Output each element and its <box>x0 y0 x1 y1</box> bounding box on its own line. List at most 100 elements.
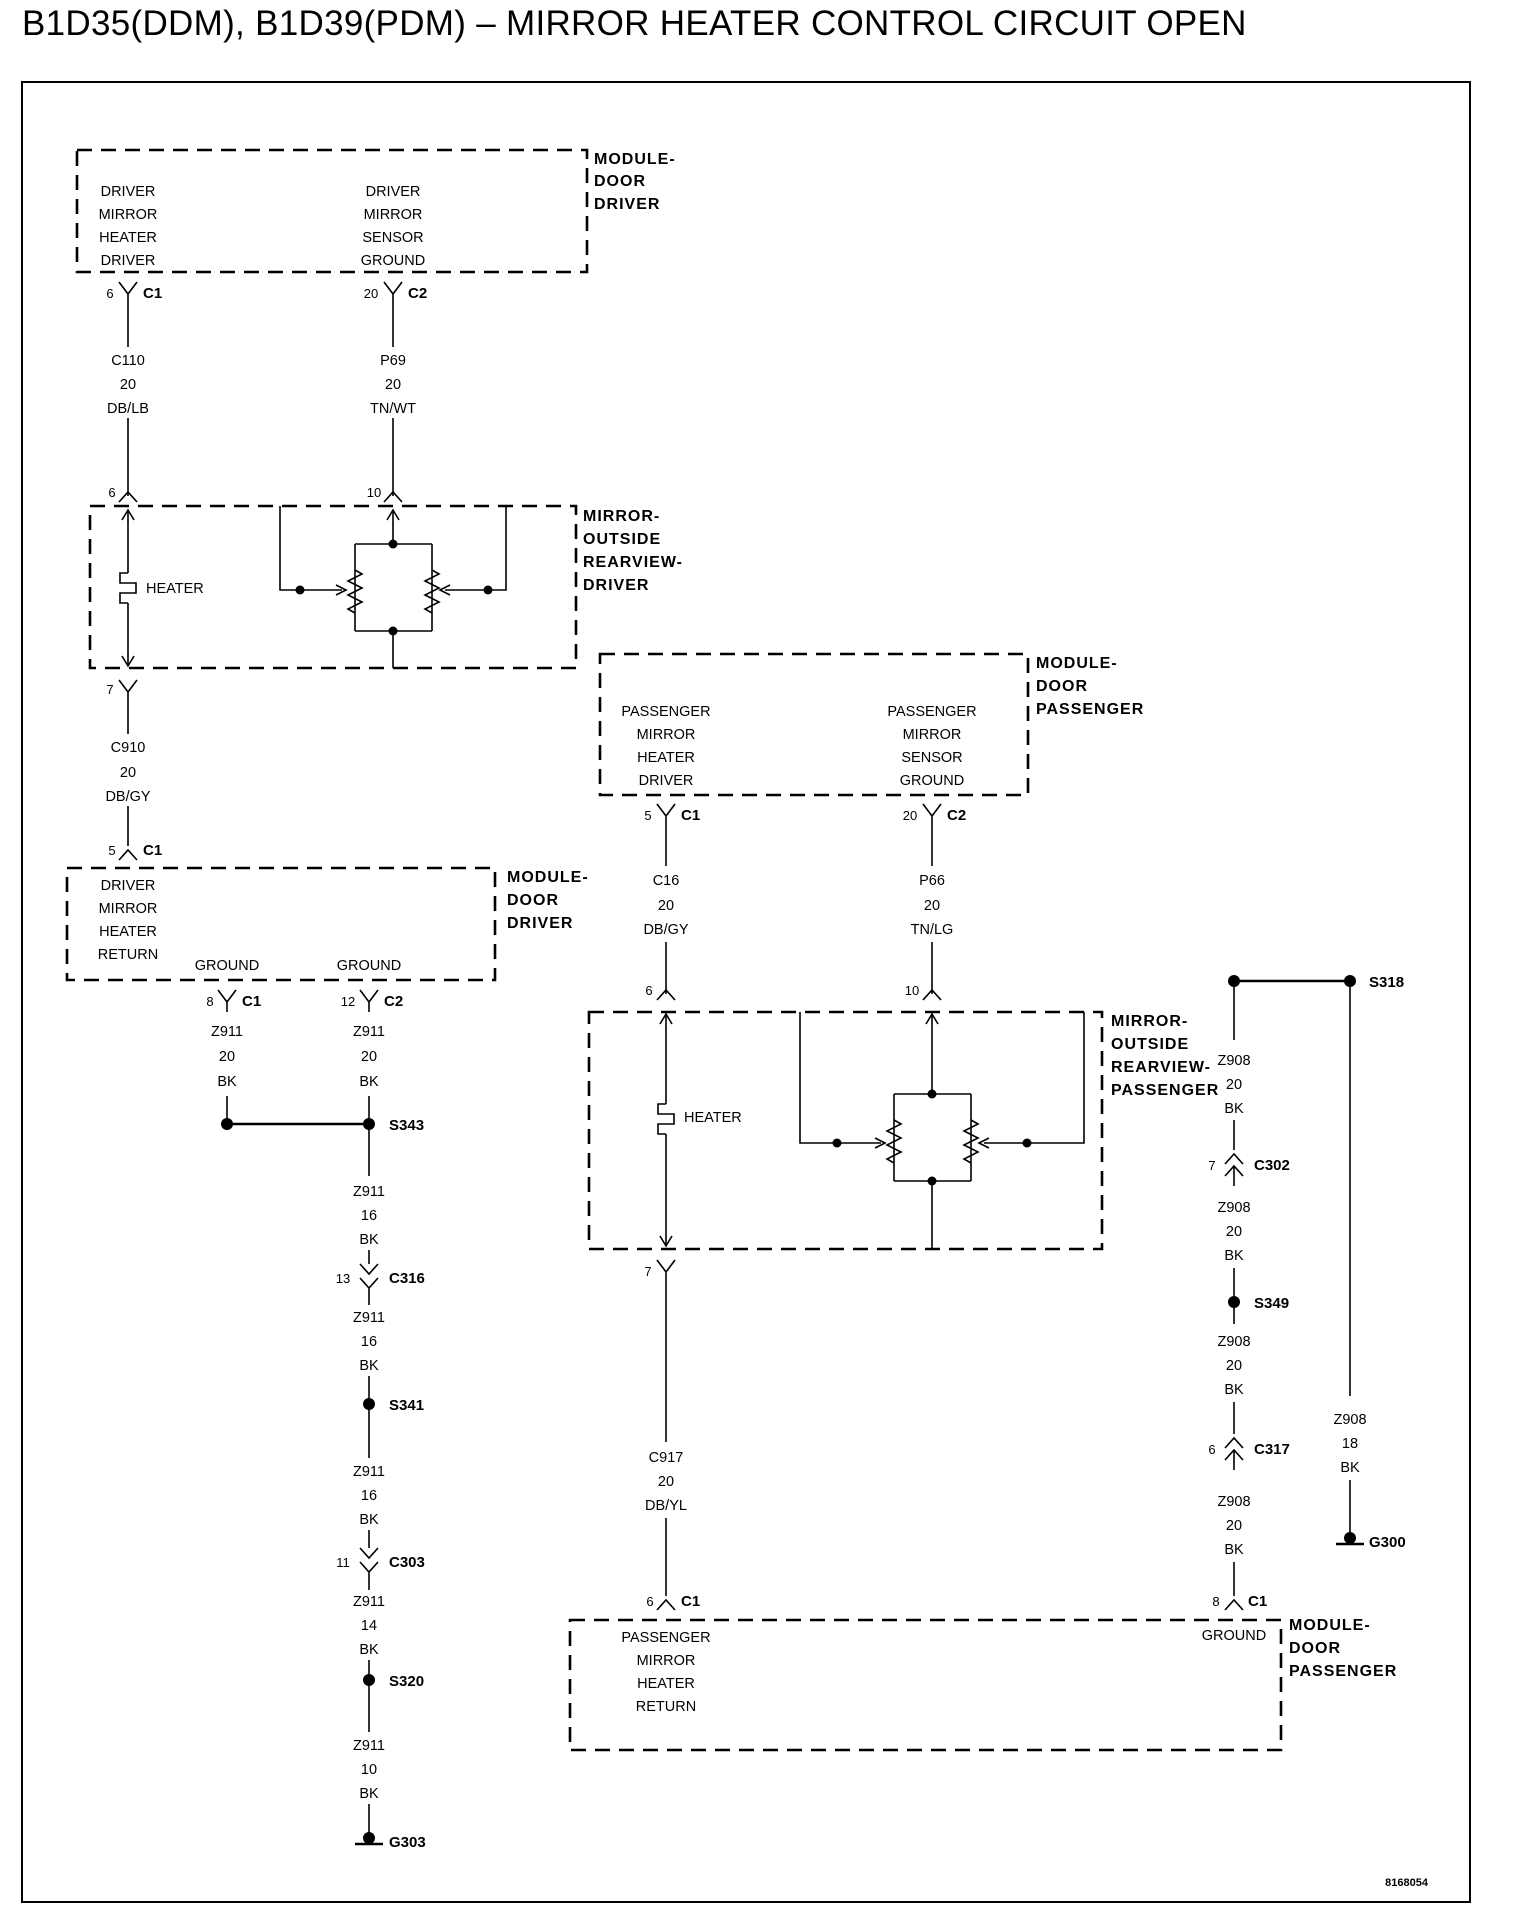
connector-c317-pin: 6 <box>1208 1442 1215 1457</box>
svg-text:P69: P69 <box>380 353 406 369</box>
svg-text:Z908: Z908 <box>1217 1200 1250 1216</box>
module-door-driver-top-box <box>75 148 589 274</box>
svg-text:OUTSIDE: OUTSIDE <box>583 531 661 548</box>
svg-text:REARVIEW-: REARVIEW- <box>1111 1059 1211 1076</box>
svg-text:DB/LB: DB/LB <box>107 401 149 417</box>
connector-c302-name: C302 <box>1254 1157 1290 1174</box>
wire-label-p69: P69 20 TN/WT <box>370 353 416 417</box>
svg-text:DB/GY: DB/GY <box>105 789 150 805</box>
svg-text:18: 18 <box>1342 1436 1358 1452</box>
wire-label-z908b: Z908 20 BK <box>1217 1200 1250 1264</box>
svg-text:20: 20 <box>924 898 940 914</box>
pin-label-driver-mirror-sensor-ground: DRIVER MIRROR SENSOR GROUND <box>361 184 425 269</box>
connector-ddm-c1-8-name: C1 <box>242 993 261 1010</box>
connector-mdrv-10-pin: 10 <box>367 485 381 500</box>
svg-text:MIRROR: MIRROR <box>99 207 158 223</box>
connector-pdm-c1-6-name: C1 <box>681 1593 700 1610</box>
heater-passenger-label: HEATER <box>684 1110 742 1126</box>
connector-mpas-6-symbol <box>656 988 676 1001</box>
mirror-driver-node-bottom <box>388 626 398 636</box>
svg-text:20: 20 <box>120 765 136 781</box>
mirror-outside-rearview-passenger-box <box>587 1010 1104 1251</box>
svg-text:20: 20 <box>1226 1358 1242 1374</box>
connector-mpas-10-symbol <box>922 988 942 1001</box>
ground-g300-label: G300 <box>1369 1534 1406 1551</box>
pin-label-ddm-ground-1: GROUND <box>195 958 259 974</box>
svg-text:PASSENGER: PASSENGER <box>887 704 976 720</box>
splice-s318-label: S318 <box>1369 974 1404 991</box>
mirror-driver-node-left <box>295 585 305 595</box>
wire-label-c917: C917 20 DB/YL <box>645 1450 687 1514</box>
svg-text:20: 20 <box>219 1049 235 1065</box>
connector-ddm-c2-20-pin: 20 <box>364 286 378 301</box>
svg-text:DB/YL: DB/YL <box>645 1498 687 1514</box>
svg-text:SENSOR: SENSOR <box>362 230 423 246</box>
svg-text:Z908: Z908 <box>1217 1334 1250 1350</box>
connector-pdm-c1-5-symbol <box>656 803 676 826</box>
svg-text:BK: BK <box>359 1512 379 1528</box>
mirror-outside-rearview-driver-name: MIRROR- OUTSIDE REARVIEW- DRIVER <box>583 508 683 594</box>
module-door-passenger-bottom-name: MODULE- DOOR PASSENGER <box>1289 1617 1396 1680</box>
connector-mdrv-7-symbol <box>118 679 138 700</box>
svg-text:C910: C910 <box>111 740 146 756</box>
diagram-frame <box>21 81 1471 1903</box>
page-title: B1D35(DDM), B1D39(PDM) – MIRROR HEATER C… <box>22 4 1247 43</box>
splice-s343-label: S343 <box>389 1117 424 1134</box>
svg-text:Z911: Z911 <box>353 1024 385 1040</box>
svg-text:Z911: Z911 <box>353 1184 385 1200</box>
svg-text:PASSENGER: PASSENGER <box>1111 1082 1219 1099</box>
connector-ddm-c1-8-pin: 8 <box>206 994 213 1009</box>
svg-text:C16: C16 <box>653 873 680 889</box>
wire-label-z911d: Z911 16 BK <box>353 1310 385 1374</box>
svg-text:MODULE-: MODULE- <box>507 869 589 886</box>
connector-pdm-c1-5-pin: 5 <box>644 808 651 823</box>
svg-text:C917: C917 <box>649 1450 684 1466</box>
svg-text:DRIVER: DRIVER <box>101 253 156 269</box>
connector-ddm-c2-20-symbol <box>383 281 403 304</box>
mirror-driver-node-right <box>483 585 493 595</box>
svg-text:20: 20 <box>1226 1518 1242 1534</box>
svg-text:PASSENGER: PASSENGER <box>1036 701 1144 718</box>
connector-mpas-10-pin: 10 <box>905 983 919 998</box>
connector-c303-pin: 11 <box>336 1555 350 1570</box>
svg-text:DRIVER: DRIVER <box>366 184 421 200</box>
svg-text:BK: BK <box>1224 1248 1244 1264</box>
svg-text:SENSOR: SENSOR <box>901 750 962 766</box>
svg-text:MIRROR: MIRROR <box>99 901 158 917</box>
wire-label-z911e: Z911 16 BK <box>353 1464 385 1528</box>
splice-s343-dot-left <box>221 1118 233 1130</box>
connector-pdm-c1-6-symbol <box>656 1598 676 1611</box>
svg-text:BK: BK <box>1224 1101 1244 1117</box>
svg-text:MODULE-: MODULE- <box>1289 1617 1371 1634</box>
mirror-driver-sensor-network <box>279 506 507 668</box>
heater-passenger-element <box>657 1016 675 1244</box>
svg-text:Z911: Z911 <box>353 1594 385 1610</box>
ground-g300-symbol <box>1336 1532 1364 1546</box>
wire-label-z911f: Z911 14 BK <box>353 1594 385 1658</box>
connector-mpas-7-pin: 7 <box>644 1264 651 1279</box>
connector-pdm-c2-20-name: C2 <box>947 807 966 824</box>
svg-text:Z911: Z911 <box>211 1024 243 1040</box>
wire-label-z911b: Z911 20 BK <box>353 1024 385 1090</box>
wire-label-z908a: Z908 20 BK <box>1217 1053 1250 1117</box>
svg-text:MIRROR: MIRROR <box>903 727 962 743</box>
connector-pdm-c1-6-pin: 6 <box>646 1594 653 1609</box>
heater-driver-element <box>119 512 137 664</box>
wire-label-z911a: Z911 20 BK <box>211 1024 243 1090</box>
connector-mpas-7-symbol <box>656 1259 676 1282</box>
svg-text:RETURN: RETURN <box>636 1699 696 1715</box>
splice-s320-label: S320 <box>389 1673 424 1690</box>
connector-ddm-c2-12-pin: 12 <box>341 994 355 1009</box>
svg-text:REARVIEW-: REARVIEW- <box>583 554 683 571</box>
svg-text:20: 20 <box>658 1474 674 1490</box>
svg-text:Z908: Z908 <box>1217 1494 1250 1510</box>
pin-label-pdm-ground: GROUND <box>1202 1628 1266 1644</box>
mirror-passenger-sensor-network <box>799 1012 1085 1249</box>
svg-text:20: 20 <box>1226 1224 1242 1240</box>
wire-label-c910: C910 20 DB/GY <box>105 740 150 805</box>
connector-pdm-c2-20-symbol <box>922 803 942 826</box>
svg-text:Z908: Z908 <box>1333 1412 1366 1428</box>
svg-text:TN/WT: TN/WT <box>370 401 416 417</box>
pin-label-passenger-mirror-sensor-ground: PASSENGER MIRROR SENSOR GROUND <box>887 704 976 789</box>
svg-text:20: 20 <box>120 377 136 393</box>
